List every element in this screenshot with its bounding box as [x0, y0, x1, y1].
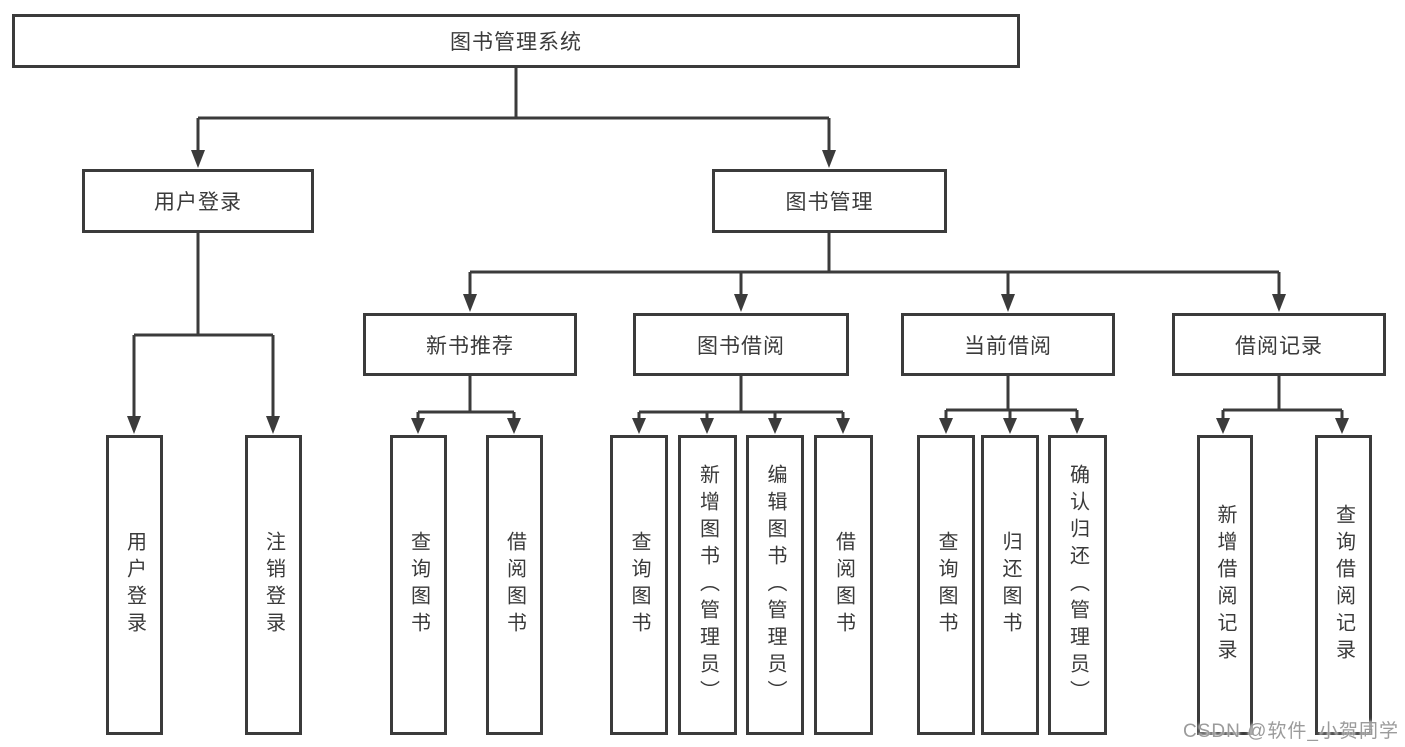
- leaf-recommend-borrow-book: 借阅图书: [486, 435, 543, 735]
- leaf-recommend-query-book: 查询图书: [390, 435, 447, 735]
- leaf-borrow-query-book: 查询图书: [610, 435, 668, 735]
- leaf-user-login-label: 用户登录: [123, 531, 146, 639]
- leaf-current-query-book: 查询图书: [917, 435, 975, 735]
- leaf-current-query-book-label: 查询图书: [935, 531, 957, 639]
- leaf-add-book-admin: 新增图书（管理员）: [678, 435, 737, 735]
- leaf-confirm-return-admin: 确认归还（管理员）: [1048, 435, 1107, 735]
- node-current-borrow-label: 当前借阅: [964, 334, 1052, 358]
- leaf-return-book-label: 归还图书: [999, 531, 1021, 639]
- node-new-book-recommend: 新书推荐: [363, 313, 577, 376]
- leaf-logout-label: 注销登录: [262, 531, 285, 639]
- leaf-add-book-admin-label: 新增图书（管理员）: [696, 463, 719, 707]
- leaf-return-book: 归还图书: [981, 435, 1039, 735]
- node-borrow-record-label: 借阅记录: [1235, 334, 1323, 358]
- leaf-borrow-book: 借阅图书: [814, 435, 873, 735]
- leaf-confirm-return-admin-label: 确认归还（管理员）: [1066, 463, 1089, 707]
- node-new-book-recommend-label: 新书推荐: [426, 334, 514, 358]
- node-book-borrow: 图书借阅: [633, 313, 849, 376]
- leaf-query-borrow-record: 查询借阅记录: [1315, 435, 1372, 735]
- node-root: 图书管理系统: [12, 14, 1020, 68]
- node-root-label: 图书管理系统: [450, 31, 582, 54]
- node-book-management: 图书管理: [712, 169, 947, 233]
- leaf-add-borrow-record: 新增借阅记录: [1197, 435, 1253, 735]
- leaf-recommend-query-book-label: 查询图书: [407, 531, 430, 639]
- leaf-borrow-query-book-label: 查询图书: [628, 531, 650, 639]
- node-current-borrow: 当前借阅: [901, 313, 1115, 376]
- leaf-add-borrow-record-label: 新增借阅记录: [1214, 504, 1236, 666]
- node-user-login-label: 用户登录: [154, 191, 242, 214]
- leaf-query-borrow-record-label: 查询借阅记录: [1332, 504, 1355, 666]
- leaf-edit-book-admin: 编辑图书（管理员）: [746, 435, 804, 735]
- leaf-logout: 注销登录: [245, 435, 302, 735]
- leaf-borrow-book-label: 借阅图书: [832, 531, 855, 639]
- node-borrow-record: 借阅记录: [1172, 313, 1386, 376]
- node-book-management-label: 图书管理: [785, 191, 874, 214]
- csdn-watermark: CSDN @软件_小贺同学: [1183, 721, 1399, 742]
- leaf-user-login: 用户登录: [106, 435, 163, 735]
- node-user-login: 用户登录: [82, 169, 314, 233]
- leaf-recommend-borrow-book-label: 借阅图书: [503, 531, 526, 639]
- node-book-borrow-label: 图书借阅: [697, 334, 785, 358]
- leaf-edit-book-admin-label: 编辑图书（管理员）: [764, 463, 786, 707]
